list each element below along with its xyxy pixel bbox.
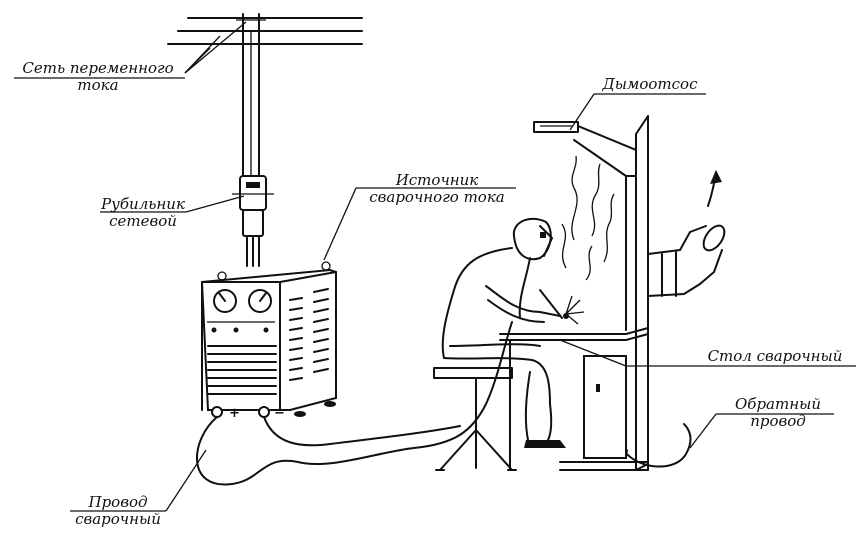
side-grille (289, 288, 329, 381)
stool (433, 367, 517, 471)
label-welding-wire-line1: Провод (88, 493, 148, 511)
terminal-minus-sign: − (274, 406, 285, 421)
label-source-line1: Источник (395, 171, 479, 189)
terminal-minus (258, 406, 270, 418)
terminal-plus-sign: + (229, 406, 240, 421)
arc-sparks (563, 295, 585, 325)
front-grille (207, 345, 277, 395)
smoke (561, 155, 615, 281)
label-return-wire: Обратный провод (720, 396, 836, 430)
label-mains-line2: тока (77, 76, 119, 94)
label-source-line2: сварочного тока (369, 188, 505, 206)
label-mains-line1: Сеть переменного (22, 59, 174, 77)
mains-switch (232, 175, 274, 267)
welding-power-source: + − (200, 261, 337, 421)
meter-left (213, 289, 237, 313)
label-switch-line1: Рубильник (101, 195, 185, 213)
welder-figure (433, 217, 585, 471)
welding-booth (499, 115, 649, 471)
leader-lines (14, 21, 856, 512)
label-switch: Рубильник сетевой (98, 196, 188, 230)
exhaust-duct (647, 170, 726, 297)
meter-right (248, 289, 272, 313)
mains-pole (236, 13, 266, 179)
label-welding-wire-line2: сварочный (75, 510, 161, 528)
terminal-plus (211, 406, 223, 418)
label-welding-wire: Провод сварочный (70, 494, 166, 528)
label-welding-table: Стол сварочный (694, 348, 856, 365)
label-return-wire-line2: провод (750, 412, 806, 430)
fume-extractor (533, 121, 579, 133)
label-switch-line2: сетевой (109, 212, 177, 230)
label-return-wire-line1: Обратный (735, 395, 821, 413)
label-source: Источник сварочного тока (356, 172, 518, 206)
power-lines (167, 17, 363, 45)
welding-cable (196, 321, 513, 486)
label-welding-table-text: Стол сварочный (707, 347, 843, 365)
label-fume-extractor-text: Дымоотсос (602, 75, 698, 93)
return-cable (624, 423, 692, 468)
label-mains: Сеть переменного тока (10, 60, 186, 94)
label-fume-extractor: Дымоотсос (594, 76, 706, 93)
